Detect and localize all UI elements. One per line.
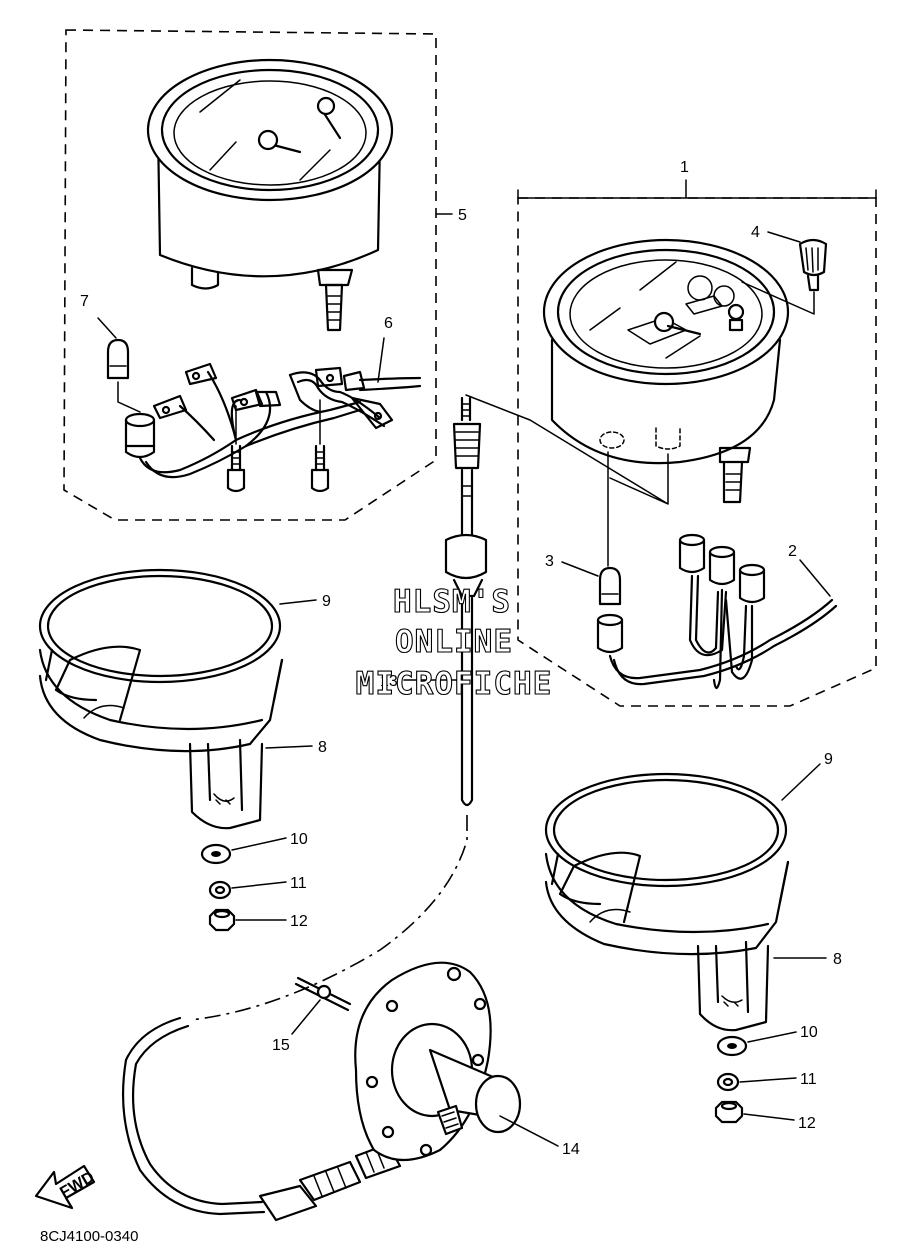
callout-1: 1	[680, 159, 689, 176]
leader-7	[97, 317, 117, 339]
nut-12-right	[714, 1100, 744, 1124]
bulb-guide-7	[117, 381, 141, 413]
speedometer-cable-upper-13	[444, 396, 488, 807]
callout-8-right: 8	[833, 951, 842, 968]
leader-6	[377, 337, 385, 383]
lock-washer-11-left	[208, 880, 232, 900]
watermark-line-3: MICROFICHE	[356, 666, 553, 702]
meter-bracket-8-left	[38, 645, 284, 830]
washer-10-right	[716, 1035, 748, 1057]
callout-10-left: 10	[290, 831, 308, 848]
cable-route-dashdot	[189, 815, 468, 1021]
leader-4	[767, 231, 801, 243]
tachometer-screw-left	[226, 444, 246, 493]
leader-12-right	[743, 1113, 795, 1121]
callout-11-left: 11	[290, 875, 307, 892]
speedometer-body	[542, 238, 790, 504]
callout-13: 13	[380, 673, 398, 690]
tachometer-bulb-7	[106, 338, 130, 380]
rubber-ring-9-right	[544, 772, 788, 888]
leader-10-right	[747, 1031, 797, 1043]
tachometer-body	[146, 58, 394, 332]
leader-11-left	[231, 881, 287, 889]
leader-11-right	[739, 1077, 797, 1083]
callout-5: 5	[458, 207, 467, 224]
callout-7: 7	[80, 293, 89, 310]
pin-15	[294, 976, 352, 1012]
assembly-1-bracket	[517, 179, 877, 199]
watermark-line-1: HLSM'S	[393, 584, 511, 620]
leader-8-left	[265, 745, 313, 749]
callout-12-left: 12	[290, 913, 308, 930]
leader-15	[291, 999, 321, 1035]
meter-gear-unit-14	[354, 961, 522, 1161]
callout-4: 4	[751, 224, 760, 241]
leader-14	[499, 1115, 559, 1147]
tachometer-socket	[124, 412, 156, 459]
callout-14: 14	[562, 1141, 580, 1158]
speedometer-bulb-3	[598, 566, 622, 606]
leader-3	[561, 561, 599, 577]
speedometer-knob-4	[798, 238, 828, 292]
assembly-5-dashed-boundary	[63, 29, 437, 521]
leader-10-left	[231, 837, 287, 851]
callout-3: 3	[545, 553, 554, 570]
nut-12-left	[208, 908, 236, 932]
callout-12-right: 12	[798, 1115, 816, 1132]
callout-10-right: 10	[800, 1024, 818, 1041]
tachometer-screw-right	[310, 444, 330, 493]
leader-2	[799, 559, 831, 597]
callout-8-left: 8	[318, 739, 327, 756]
knob-guide-4	[741, 281, 815, 315]
speedometer-guide-lines	[465, 394, 669, 567]
speedometer-sockets-and-harness-2	[596, 533, 838, 690]
leader-9-left	[279, 599, 317, 605]
watermark-line-2: ONLINE	[395, 624, 513, 660]
lock-washer-11-right	[716, 1072, 740, 1092]
forward-direction-arrow: FWD	[34, 1164, 97, 1210]
callout-6: 6	[384, 315, 393, 332]
callout-11-right: 11	[800, 1071, 817, 1088]
diagram-code: 8CJ4100-0340	[40, 1228, 138, 1245]
rubber-ring-9-left	[38, 568, 282, 684]
callout-9-left: 9	[322, 593, 331, 610]
callout-2: 2	[788, 543, 797, 560]
tachometer-wire-harness-6	[138, 362, 422, 479]
callout-15: 15	[272, 1037, 290, 1054]
leader-9-right	[781, 763, 821, 801]
washer-10-left	[200, 843, 232, 865]
callout-9-right: 9	[824, 751, 833, 768]
